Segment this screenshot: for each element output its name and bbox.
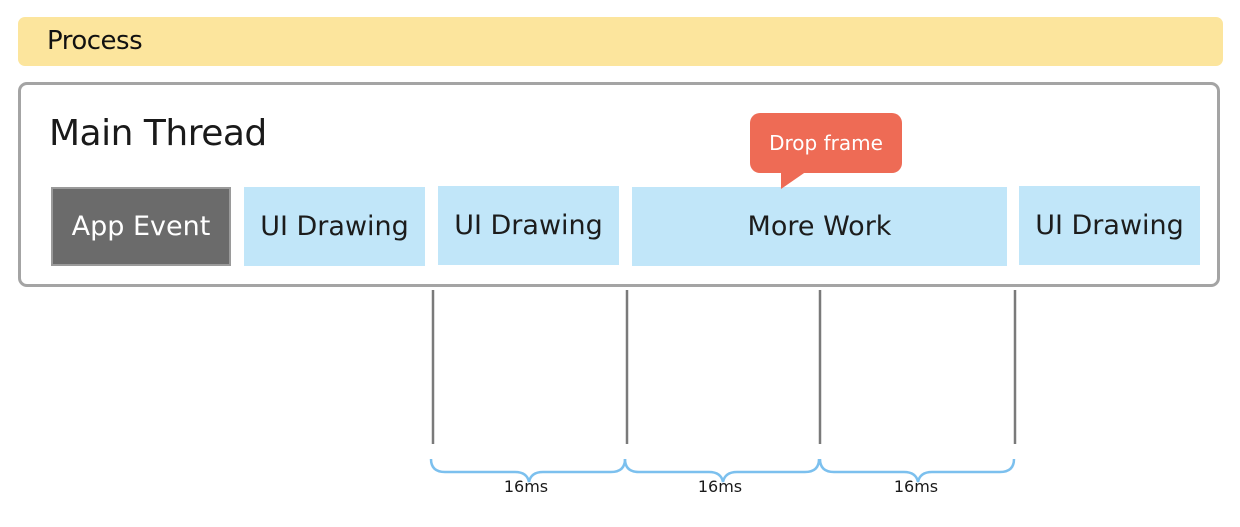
app-event-block: App Event <box>51 187 231 266</box>
interval-label: 16ms <box>697 477 743 496</box>
more-work-block: More Work <box>632 187 1007 266</box>
drop-frame-callout-pointer <box>781 171 807 189</box>
interval-brace <box>818 458 1016 483</box>
ui-drawing-block: UI Drawing <box>1019 186 1200 265</box>
ui-drawing-block: UI Drawing <box>244 187 425 266</box>
main-thread-title: Main Thread <box>49 113 267 154</box>
interval-label: 16ms <box>503 477 549 496</box>
process-label: Process <box>47 26 143 56</box>
main-thread-box <box>18 82 1220 287</box>
drop-frame-callout: Drop frame <box>750 113 902 173</box>
interval-brace <box>429 458 627 483</box>
interval-brace <box>623 458 821 483</box>
interval-label: 16ms <box>893 477 939 496</box>
ui-drawing-block: UI Drawing <box>438 186 619 265</box>
process-bar: Process <box>18 17 1223 66</box>
